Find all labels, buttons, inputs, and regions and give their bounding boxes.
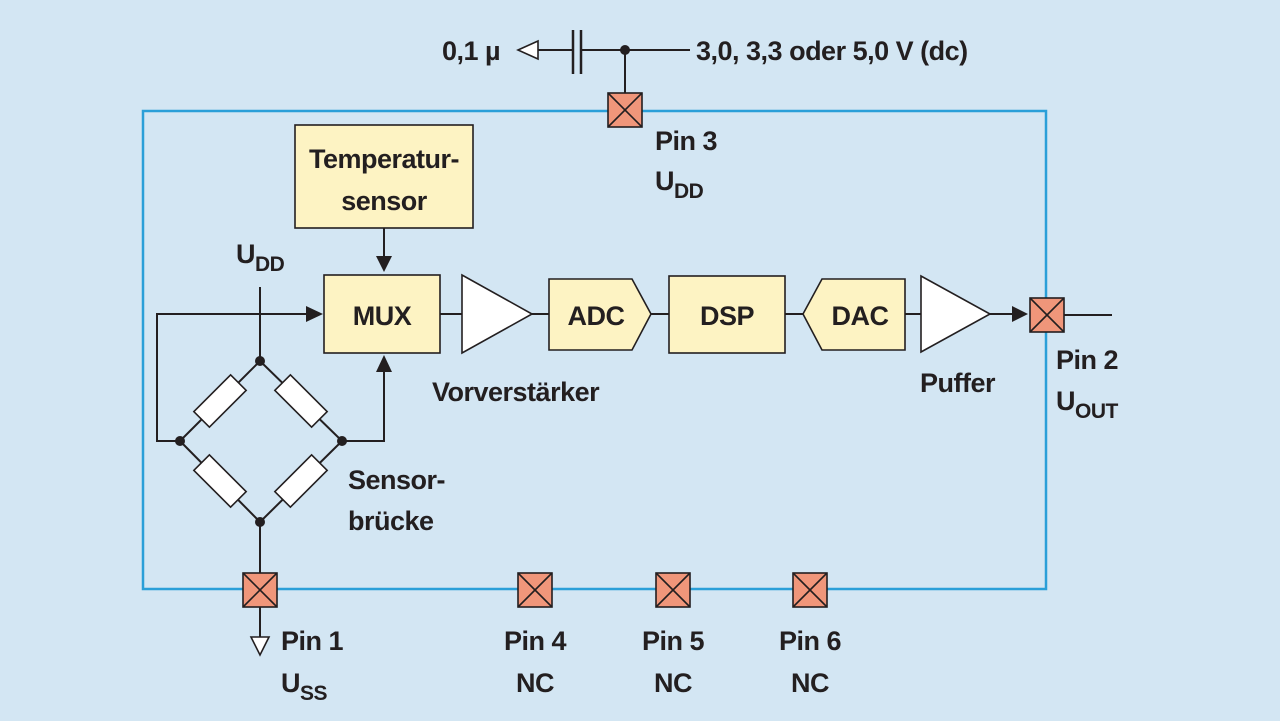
preamp-triangle [461, 273, 534, 355]
pin2-signal: UOUT [1056, 386, 1119, 423]
cap-output-arrow [516, 39, 539, 61]
temperature-sensor-block [294, 124, 474, 229]
supply-circuit: 0,1 µ 3,0, 3,3 oder 5,0 V (dc) [442, 30, 968, 93]
pin3-signal: UDD [655, 166, 704, 203]
pin6-pad [792, 572, 828, 608]
pin4-pad [517, 572, 553, 608]
buffer-label: Puffer [920, 368, 996, 398]
pin6-name: Pin 6 [779, 626, 842, 656]
temp-sensor-label-1: Temperatur- [309, 144, 459, 174]
ground-symbol [249, 636, 271, 657]
bridge-label-2: brücke [348, 506, 434, 536]
bridge-resistor-bl [192, 453, 248, 509]
bridge-to-mux-arrow-bottom [376, 355, 392, 372]
pin5-signal: NC [654, 668, 692, 698]
bridge-udd-label: UDD [236, 239, 285, 276]
adc-block [548, 278, 652, 351]
mux-label: MUX [353, 301, 412, 331]
bridge-resistor-tr [273, 373, 329, 429]
pin4-name: Pin 4 [504, 626, 567, 656]
bridge-resistor-br [273, 453, 329, 509]
dac-label: DAC [832, 301, 889, 331]
bridge-resistor-tl [192, 373, 248, 429]
buffer-triangle [920, 274, 992, 354]
preamp-label: Vorverstärker [432, 377, 600, 407]
pin5-pad [655, 572, 691, 608]
buffer-to-pin2-arrow [1012, 306, 1028, 322]
pin4-signal: NC [516, 668, 554, 698]
adc-label: ADC [568, 301, 625, 331]
supply-voltage-label: 3,0, 3,3 oder 5,0 V (dc) [696, 36, 968, 66]
sensor-bridge: Sensor- brücke [156, 287, 446, 573]
pin1-pad [242, 572, 278, 608]
pin3-name: Pin 3 [655, 126, 718, 156]
mux-block [323, 274, 441, 354]
bridge-to-mux-arrow-left [306, 306, 323, 322]
pin2-name: Pin 2 [1056, 345, 1118, 375]
chip-outline [141, 109, 1048, 591]
temp-to-mux-arrow [376, 256, 392, 272]
dsp-label: DSP [700, 301, 755, 331]
cap-value-label: 0,1 µ [442, 36, 500, 66]
pin5-name: Pin 5 [642, 626, 705, 656]
bridge-label-1: Sensor- [348, 465, 445, 495]
pin6-signal: NC [791, 668, 829, 698]
temp-sensor-label-2: sensor [341, 186, 428, 216]
pin3-pad [607, 92, 643, 128]
pin1-name: Pin 1 [281, 626, 344, 656]
pin2-pad [1029, 297, 1065, 333]
pin1-signal: USS [281, 668, 328, 705]
